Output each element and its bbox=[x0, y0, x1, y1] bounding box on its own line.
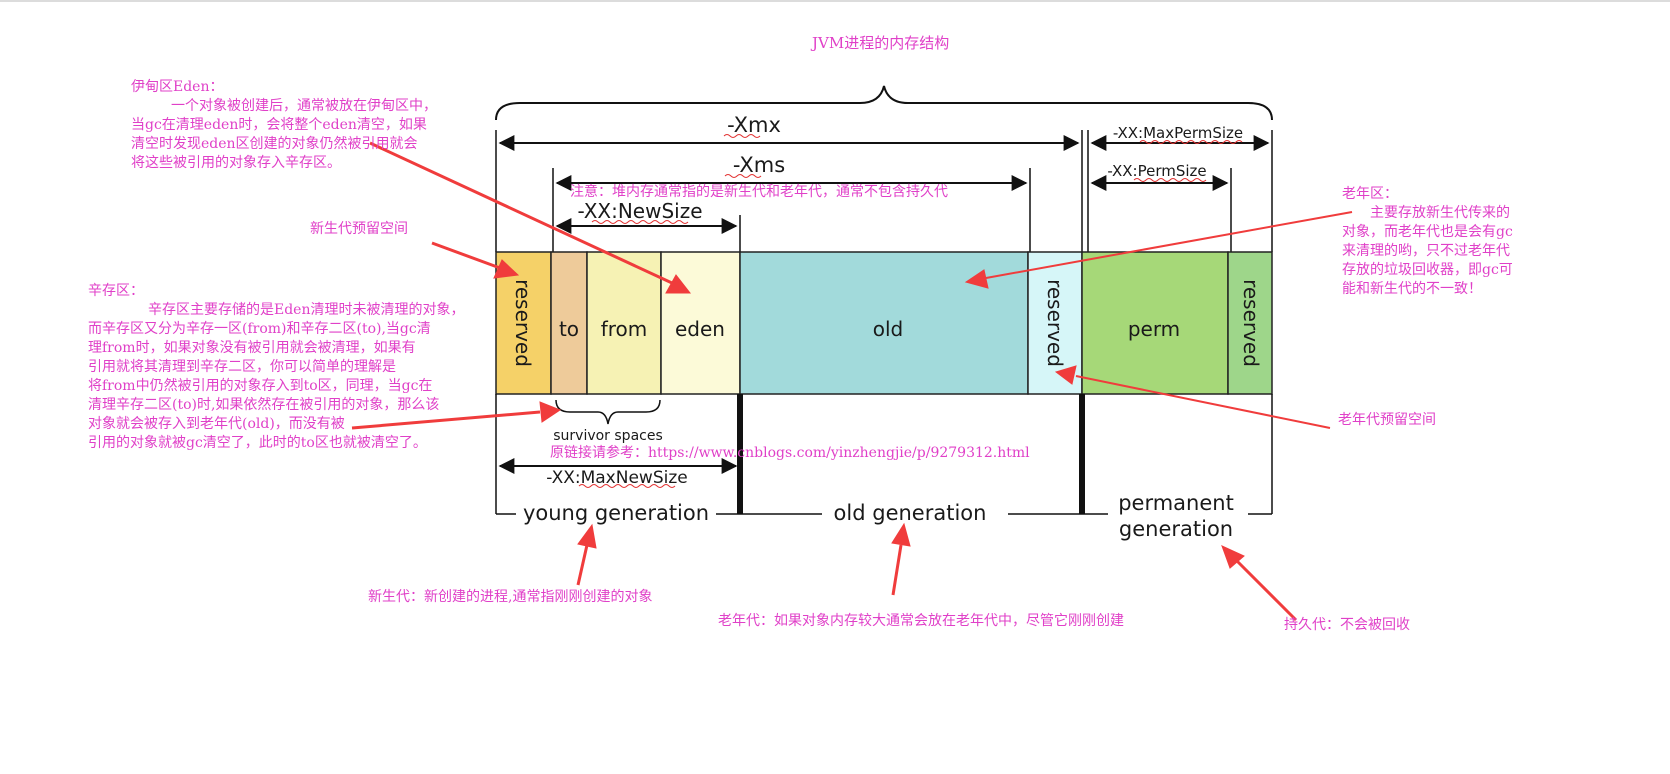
segment-to bbox=[550, 251, 588, 395]
old-note-line: 来清理的哟，只不过老年代 bbox=[1342, 243, 1510, 259]
old-note-line: 存放的垃圾回收器，即gc可 bbox=[1342, 262, 1513, 278]
survivor-note-line: 对象就会被存入到老年代(old)，而没有被 bbox=[88, 416, 345, 432]
old-note-line: 能和新生代的不一致！ bbox=[1342, 281, 1482, 297]
segment-label-perm: perm bbox=[1128, 317, 1180, 341]
arrow-survivor bbox=[351, 401, 562, 430]
eden-note-title: 伊甸区Eden： bbox=[131, 79, 224, 95]
segment-label-to: to bbox=[559, 317, 579, 341]
arrow-old-area bbox=[964, 211, 1353, 289]
survivor-note-line: 而辛存区又分为辛存一区(from)和辛存二区(to),当gc清 bbox=[88, 321, 431, 337]
old-note-title: 老年区： bbox=[1342, 186, 1398, 202]
diagram-title: JVM进程的内存结构 bbox=[812, 34, 950, 52]
segment-label-reserved-perm: reserved bbox=[1239, 279, 1263, 367]
dimension-ticks bbox=[495, 130, 1273, 252]
arrow-young-reserved bbox=[431, 241, 520, 279]
survivor-note-line: 辛存区主要存储的是Eden清理时未被清理的对象， bbox=[148, 302, 465, 318]
xms-label: -Xms bbox=[733, 153, 785, 177]
old-generation-label: old generation bbox=[834, 501, 987, 525]
segment-label-reserved-old: reserved bbox=[1043, 279, 1067, 367]
survivor-note-line: 引用就将其清理到辛存二区，你可以简单的理解是 bbox=[88, 359, 396, 375]
perm-gen-note: 持久代：不会被回收 bbox=[1284, 617, 1410, 633]
arrow-eden bbox=[369, 141, 692, 294]
old-note-line: 主要存放新生代传来的 bbox=[1370, 205, 1510, 221]
survivor-spaces-label: survivor spaces bbox=[553, 428, 663, 444]
survivor-note-line: 引用的对象就被gc清空了，此时的to区也就被清空了。 bbox=[88, 435, 427, 451]
dimension-arrows bbox=[498, 135, 1270, 474]
eden-note-line: 清空时发现eden区创建的对象仍然被引用就会 bbox=[131, 136, 418, 152]
permanent-generation-label-line2: generation bbox=[1119, 517, 1233, 541]
reference-link[interactable]: 原链接请参考：https://www.cnblogs.com/yinzhengj… bbox=[550, 445, 1030, 461]
young-reserved-note: 新生代预留空间 bbox=[310, 221, 408, 237]
segment-label-old: old bbox=[873, 317, 904, 341]
old-note: 老年区： 主要存放新生代传来的 对象，而老年代也是会有gc 来清理的哟，只不过老… bbox=[1342, 185, 1513, 299]
old-gen-note: 老年代：如果对象内存较大通常会放在老年代中，尽管它刚刚创建 bbox=[718, 613, 1124, 629]
young-generation-label: young generation bbox=[523, 501, 709, 525]
maxpermsize-label: -XX:MaxPermSize bbox=[1113, 124, 1243, 142]
arrow-old-reserved bbox=[1054, 365, 1331, 429]
annotation-arrows bbox=[351, 141, 1353, 622]
eden-note: 伊甸区Eden： 一个对象被创建后，通常被放在伊甸区中， 当gc在清理eden时… bbox=[131, 78, 437, 173]
top-brace bbox=[495, 85, 1273, 121]
survivor-note-title: 辛存区： bbox=[88, 283, 144, 299]
eden-note-line: 一个对象被创建后，通常被放在伊甸区中， bbox=[171, 98, 437, 114]
permsize-label: -XX:PermSize bbox=[1107, 162, 1206, 180]
arrow-perm-gen bbox=[1221, 545, 1298, 622]
old-reserved-note: 老年代预留空间 bbox=[1338, 412, 1436, 428]
newsize-label: -XX:NewSize bbox=[577, 199, 702, 223]
segment-reserved-perm bbox=[1227, 251, 1273, 395]
spellcheck-underlines bbox=[578, 134, 1243, 488]
xmx-label: -Xmx bbox=[727, 113, 781, 137]
segment-perm bbox=[1081, 251, 1229, 395]
segment-from bbox=[586, 251, 662, 395]
survivor-note: 辛存区： 辛存区主要存储的是Eden清理时未被清理的对象， 而辛存区又分为辛存一… bbox=[88, 282, 464, 453]
survivor-note-line: 清理辛存二区(to)时,如果依然存在被引用的对象，那么该 bbox=[88, 397, 440, 413]
arrow-young-gen bbox=[576, 523, 597, 586]
survivor-note-line: 理from时，如果对象没有被引用就会被清理，如果有 bbox=[88, 340, 416, 356]
segment-eden bbox=[660, 251, 741, 395]
eden-note-line: 将这些被引用的对象存入辛存区。 bbox=[131, 155, 341, 171]
eden-note-line: 当gc在清理eden时，会将整个eden清空，如果 bbox=[131, 117, 427, 133]
survivor-note-line: 将from中仍然被引用的对象存入到to区，同理，当gc在 bbox=[88, 378, 433, 394]
young-gen-note: 新生代：新创建的进程,通常指刚刚创建的对象 bbox=[368, 589, 653, 605]
segment-label-from: from bbox=[601, 317, 648, 341]
arrow-old-gen bbox=[891, 522, 911, 596]
survivor-brace bbox=[555, 399, 661, 425]
segment-label-eden: eden bbox=[675, 317, 725, 341]
permanent-generation-label-line1: permanent bbox=[1118, 491, 1234, 515]
segment-label-reserved-young: reserved bbox=[511, 279, 535, 367]
generation-separators bbox=[495, 394, 1273, 515]
old-note-line: 对象，而老年代也是会有gc bbox=[1342, 224, 1513, 240]
maxnewsize-label: -XX:MaxNewSize bbox=[546, 468, 687, 488]
heap-note: 注意：堆内存通常指的是新生代和老年代，通常不包含持久代 bbox=[570, 184, 948, 200]
